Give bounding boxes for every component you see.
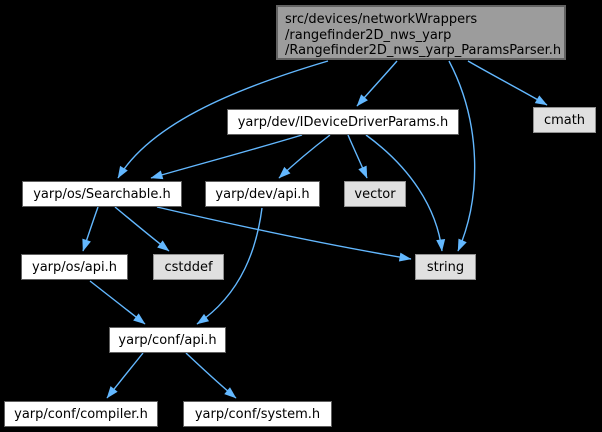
node-cstddef: cstddef	[153, 254, 224, 280]
edge-searchable-to-cstddef	[114, 206, 170, 252]
node-dev-api-h[interactable]: yarp/dev/api.h	[205, 181, 320, 207]
edge-main-to-searchable	[117, 60, 329, 179]
node-label-line: src/devices/networkWrappers	[285, 12, 478, 27]
node-label-line: /Rangefinder2D_nws_yarp_ParamsParser.h	[285, 43, 562, 58]
edge-devapi-to-confapi	[196, 207, 263, 325]
node-idevicedriverparams-h[interactable]: yarp/dev/IDeviceDriverParams.h	[227, 109, 459, 135]
edge-confapi-to-system	[185, 352, 237, 399]
edge-main-to-cmath	[467, 60, 548, 106]
edge-searchable-to-string	[156, 206, 412, 262]
edge-main-to-string	[448, 60, 476, 252]
node-vector: vector	[344, 181, 406, 207]
edge-searchable-to-osapi	[82, 206, 99, 252]
node-rangefinder2d-nws-yarp-paramsparser-h: src/devices/networkWrappers /rangefinder…	[276, 5, 566, 60]
node-conf-api-h[interactable]: yarp/conf/api.h	[109, 327, 226, 353]
node-conf-system-h[interactable]: yarp/conf/system.h	[183, 401, 332, 427]
edge-confapi-to-compiler	[106, 352, 144, 399]
edge-idevice-to-searchable	[150, 134, 303, 180]
node-conf-compiler-h[interactable]: yarp/conf/compiler.h	[4, 401, 158, 427]
edge-idevice-to-vector	[347, 134, 368, 179]
edge-idevice-to-devapi	[278, 134, 331, 179]
node-cmath: cmath	[533, 107, 596, 133]
edge-idevice-to-string	[365, 134, 446, 252]
edge-osapi-to-confapi	[89, 280, 146, 325]
node-os-api-h[interactable]: yarp/os/api.h	[21, 254, 128, 280]
node-string: string	[415, 254, 476, 280]
edge-main-to-idevice	[356, 60, 398, 107]
node-label-line: /rangefinder2D_nws_yarp	[285, 27, 452, 43]
node-searchable-h[interactable]: yarp/os/Searchable.h	[22, 181, 182, 207]
